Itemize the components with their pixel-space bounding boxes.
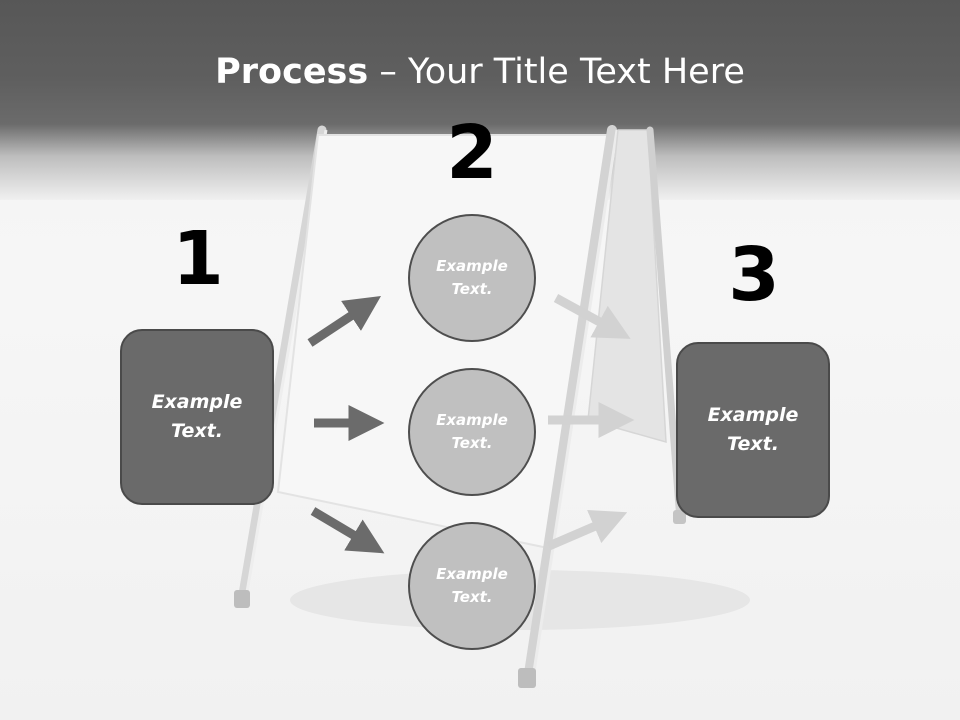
board-right-foot — [518, 668, 536, 688]
board-back-foot — [673, 510, 686, 524]
board-right-leg — [523, 125, 617, 685]
board-left-foot — [234, 590, 250, 608]
slide-title: Process – Your Title Text Here — [0, 52, 960, 92]
board-right-leg-highlight — [531, 129, 619, 679]
arrow-1-to-bottom — [310, 507, 385, 554]
step-2-circle-top: Example Text. — [408, 214, 536, 342]
board-left-leg — [237, 125, 327, 605]
board-back-leg — [646, 126, 684, 524]
step-number-1: 1 — [172, 216, 224, 302]
step-number-3: 3 — [728, 232, 780, 318]
arrow-bottom-to-3 — [547, 510, 628, 551]
arrow-top-to-3 — [553, 294, 631, 339]
arrow-1-to-top — [307, 296, 382, 347]
slide-title-bold: Process — [215, 52, 369, 92]
step-2-circle-middle: Example Text. — [408, 368, 536, 496]
step-1-box: Example Text. — [120, 329, 274, 505]
step-3-box: Example Text. — [676, 342, 830, 518]
step-2-circle-bottom: Example Text. — [408, 522, 536, 650]
step-number-2: 2 — [446, 110, 498, 196]
slide-title-rest: – Your Title Text Here — [368, 52, 745, 92]
